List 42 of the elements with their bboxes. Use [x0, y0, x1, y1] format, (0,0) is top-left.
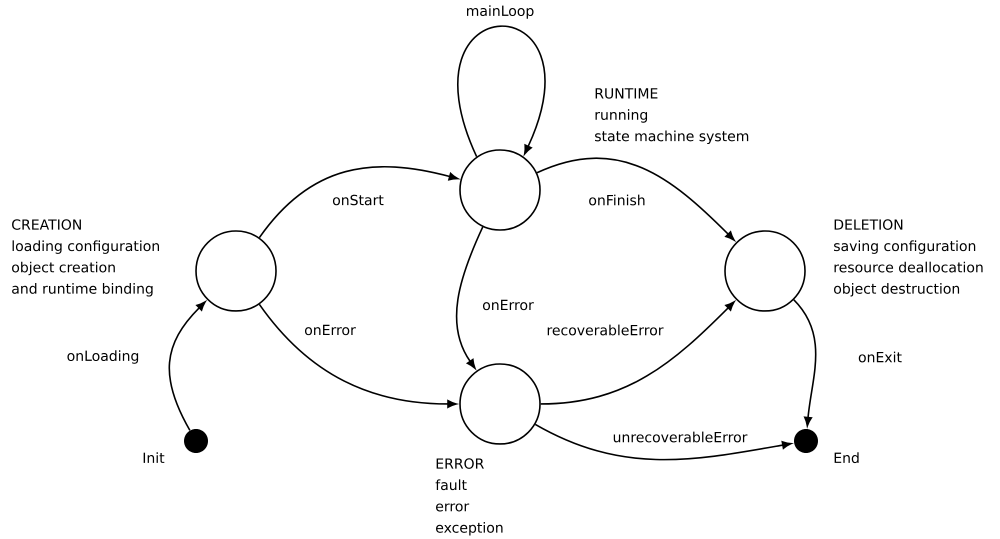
edge-label: onError — [302, 323, 358, 337]
arrow — [168, 301, 206, 431]
terminal-dot — [184, 428, 208, 453]
state-description: DELETION saving configuration resource deallocation object destruction — [834, 219, 983, 297]
node-label: object creation — [12, 262, 115, 276]
node-label: saving configuration — [834, 240, 976, 254]
state-circle — [459, 149, 541, 231]
arrow — [540, 301, 735, 405]
node-label: and runtime binding — [12, 283, 153, 297]
state-description: RUNTIME running state machine system — [595, 88, 748, 144]
node-label: ERROR — [436, 458, 484, 469]
arrow — [457, 26, 546, 157]
arrow — [536, 158, 735, 241]
edge-label: onLoading — [65, 348, 141, 366]
edge-label: recoverableError — [545, 323, 665, 337]
edge-label: onExit — [856, 350, 904, 364]
node-label: object destruction — [834, 283, 960, 297]
node-label: DELETION — [834, 219, 902, 230]
arrow — [258, 304, 457, 408]
terminal-dot — [794, 428, 818, 453]
edge-label: onFinish — [587, 193, 647, 207]
state-circle — [459, 363, 541, 445]
edge-label: onStart — [330, 193, 386, 207]
node-label: loading configuration — [12, 240, 159, 254]
arrow — [793, 299, 816, 426]
state-circle — [724, 230, 806, 312]
state-description: Init — [144, 452, 164, 463]
node-label: resource deallocation — [834, 262, 983, 272]
edge-label: mainLoop — [464, 4, 536, 20]
node-label: CREATION — [12, 219, 81, 230]
node-label: error — [436, 503, 470, 512]
arrow — [456, 226, 484, 369]
node-label: fault — [436, 479, 467, 490]
edge-label: onError — [480, 298, 536, 312]
edge-label: unrecoverableError — [611, 430, 749, 444]
state-description: End — [834, 452, 859, 464]
state-description: ERROR fault error exception — [436, 458, 502, 536]
arrow — [258, 166, 458, 238]
state-circle — [195, 230, 277, 312]
node-label: exception — [436, 522, 502, 536]
arrow — [534, 424, 792, 460]
state-description: CREATION loading configuration object creation and runtime binding — [12, 219, 159, 297]
